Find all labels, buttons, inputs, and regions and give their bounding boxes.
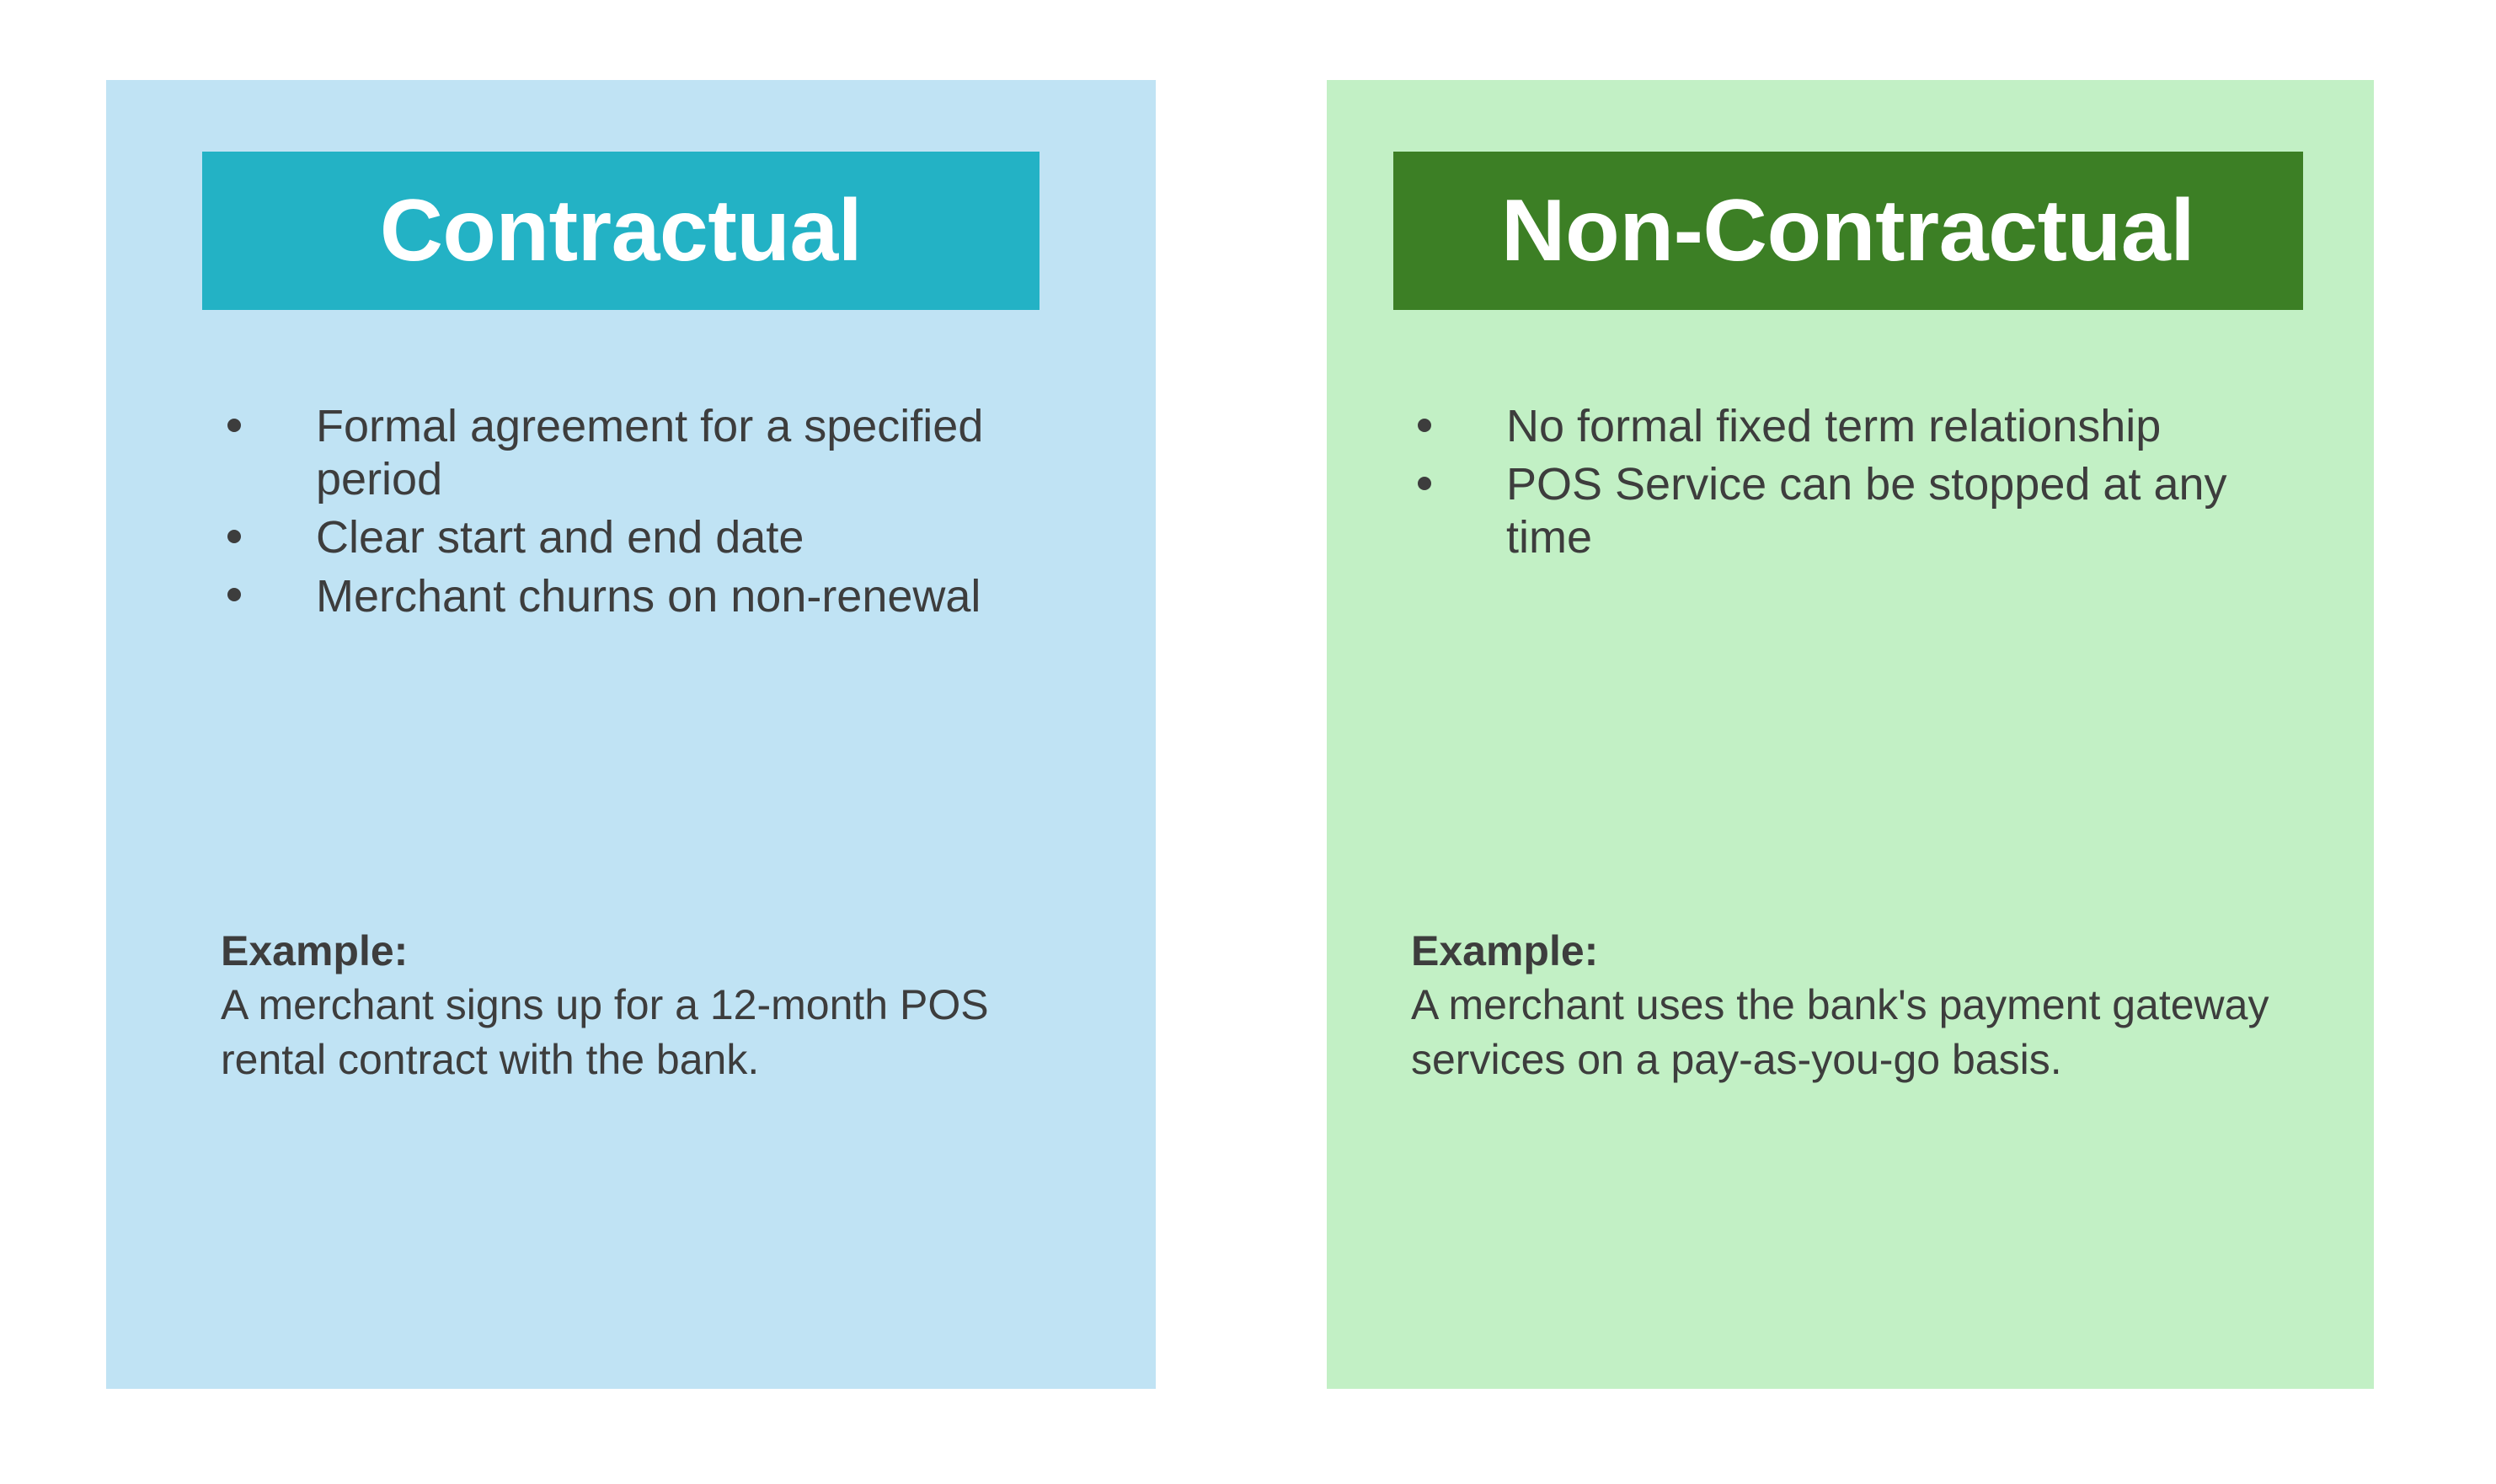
- bullet-dot-icon: [1418, 476, 1431, 490]
- list-item: Formal agreement for a specified period: [221, 400, 1156, 506]
- bullet-text: Formal agreement for a specified period: [316, 401, 984, 505]
- list-item: POS Service can be stopped at any time: [1411, 458, 2374, 564]
- bullet-text: Merchant churns on non-renewal: [316, 570, 981, 622]
- contractual-card: Contractual Formal agreement for a speci…: [106, 80, 1156, 1389]
- non-contractual-bullet-list: No formal fixed term relationship POS Se…: [1327, 400, 2374, 565]
- example-text: A merchant signs up for a 12-month POS r…: [221, 981, 989, 1083]
- contractual-example-block: Example: A merchant signs up for a 12-mo…: [221, 924, 1072, 1087]
- non-contractual-title: Non-Contractual: [1501, 182, 2195, 280]
- contractual-title: Contractual: [379, 182, 863, 280]
- bullet-text: POS Service can be stopped at any time: [1506, 459, 2227, 563]
- list-item: No formal fixed term relationship: [1411, 400, 2374, 453]
- non-contractual-body: No formal fixed term relationship POS Se…: [1327, 400, 2374, 1083]
- list-item: Clear start and end date: [221, 511, 1156, 564]
- bullet-text: No formal fixed term relationship: [1506, 401, 2162, 451]
- contractual-bullet-list: Formal agreement for a specified period …: [106, 400, 1156, 623]
- example-text: A merchant uses the bank's payment gatew…: [1411, 981, 2269, 1083]
- non-contractual-example-block: Example: A merchant uses the bank's paym…: [1411, 924, 2296, 1087]
- non-contractual-card: Non-Contractual No formal fixed term rel…: [1327, 80, 2374, 1389]
- example-label: Example:: [221, 927, 409, 974]
- bullet-text: Clear start and end date: [316, 512, 804, 563]
- contractual-header-banner: Contractual: [202, 152, 1040, 310]
- non-contractual-header-banner: Non-Contractual: [1393, 152, 2303, 310]
- bullet-dot-icon: [227, 588, 241, 602]
- bullet-dot-icon: [227, 529, 241, 543]
- contractual-body: Formal agreement for a specified period …: [106, 400, 1156, 1083]
- list-item: Merchant churns on non-renewal: [221, 570, 1156, 623]
- example-label: Example:: [1411, 927, 1599, 974]
- bullet-dot-icon: [227, 418, 241, 432]
- bullet-dot-icon: [1418, 418, 1431, 432]
